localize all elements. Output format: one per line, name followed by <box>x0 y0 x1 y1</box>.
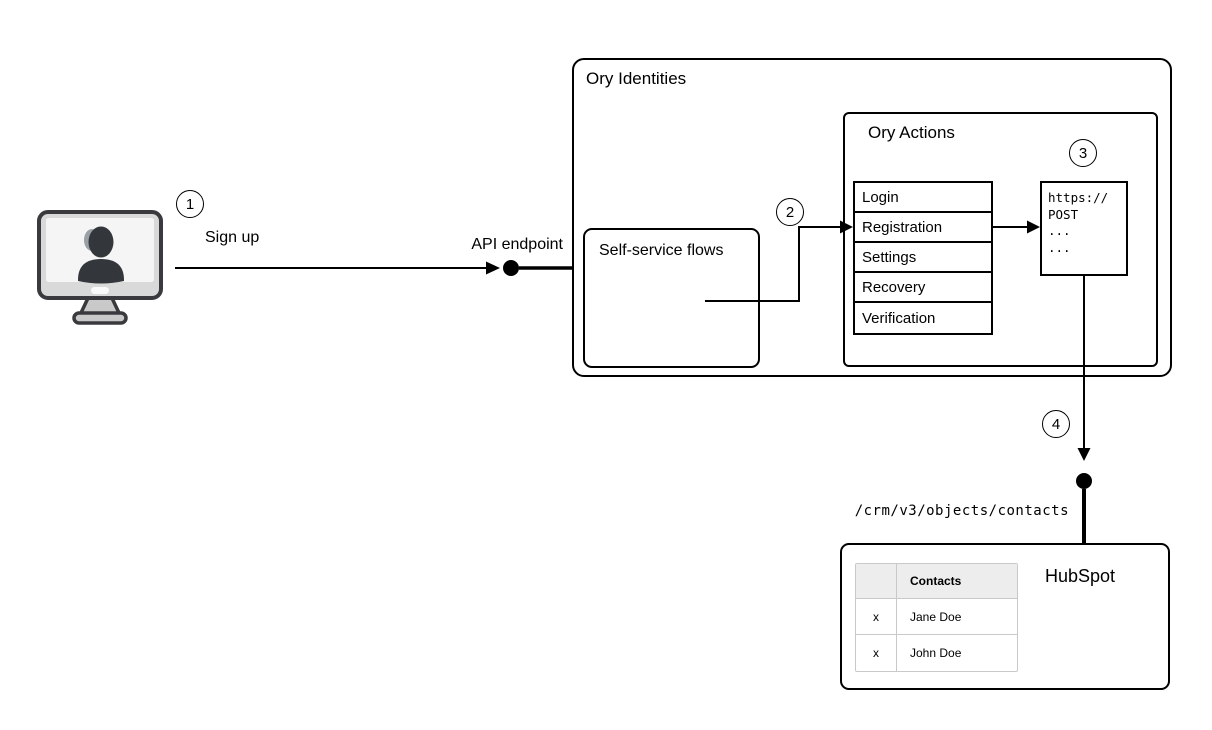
flow-row-settings: Settings <box>855 243 991 273</box>
signup-label: Sign up <box>205 229 260 246</box>
monitor-user-icon <box>37 210 163 325</box>
contacts-header-empty-cell <box>856 564 897 598</box>
self-service-flows-box: Self-service flows <box>583 228 760 368</box>
hubspot-title: HubSpot <box>1045 566 1116 586</box>
contacts-row-jane: x Jane Doe <box>856 599 1017 635</box>
contacts-table-header: Contacts <box>856 564 1017 599</box>
signup-arrowhead <box>486 261 500 275</box>
api-endpoint-label: API endpoint <box>471 236 563 253</box>
step-1-badge: 1 <box>176 190 204 218</box>
hubspot-endpoint-path-label: /crm/v3/objects/contacts <box>854 503 1069 519</box>
person-shoulders <box>78 259 124 284</box>
contacts-table: Contacts x Jane Doe x John Doe <box>855 563 1018 672</box>
webhook-line-dots1: ... <box>1048 223 1071 238</box>
webhook-line-url: https:// <box>1048 190 1109 205</box>
flows-table: Login Registration Settings Recovery Ver… <box>853 181 993 335</box>
webhook-request-box: https:// POST ... ... <box>1040 181 1128 276</box>
step-3-badge: 3 <box>1069 139 1097 167</box>
monitor-bezel-pill <box>91 287 109 294</box>
api-endpoint-dot <box>503 260 519 276</box>
flow-row-login: Login <box>855 183 991 213</box>
hubspot-box <box>840 543 1170 690</box>
flow-row-recovery: Recovery <box>855 273 991 303</box>
step-4-badge: 4 <box>1042 410 1070 438</box>
contacts-header-cell: Contacts <box>910 574 962 588</box>
step-2-badge: 2 <box>776 198 804 226</box>
hubspot-endpoint-dot <box>1076 473 1092 489</box>
monitor-stand-base <box>72 311 128 325</box>
hubspot-arrowhead <box>1077 448 1091 461</box>
webhook-line-dots2: ... <box>1048 239 1071 255</box>
self-service-flows-title: Self-service flows <box>599 242 724 259</box>
flow-row-registration: Registration <box>855 213 991 243</box>
contacts-row-name: John Doe <box>910 646 962 660</box>
webhook-line-post: POST <box>1048 206 1079 222</box>
contacts-row-john: x John Doe <box>856 635 1017 671</box>
webhook-arrowhead <box>1027 220 1040 234</box>
ory-identities-title: Ory Identities <box>586 69 687 88</box>
ory-actions-box <box>843 112 1158 367</box>
contacts-row-mark: x <box>856 599 897 634</box>
flow-row-verification: Verification <box>862 309 936 327</box>
person-head <box>88 226 114 258</box>
ory-actions-title: Ory Actions <box>868 123 955 142</box>
contacts-row-mark: x <box>856 635 897 671</box>
flows-to-registration-line <box>705 226 840 302</box>
ory-identities-box <box>572 58 1172 377</box>
contacts-row-name: Jane Doe <box>910 609 962 624</box>
